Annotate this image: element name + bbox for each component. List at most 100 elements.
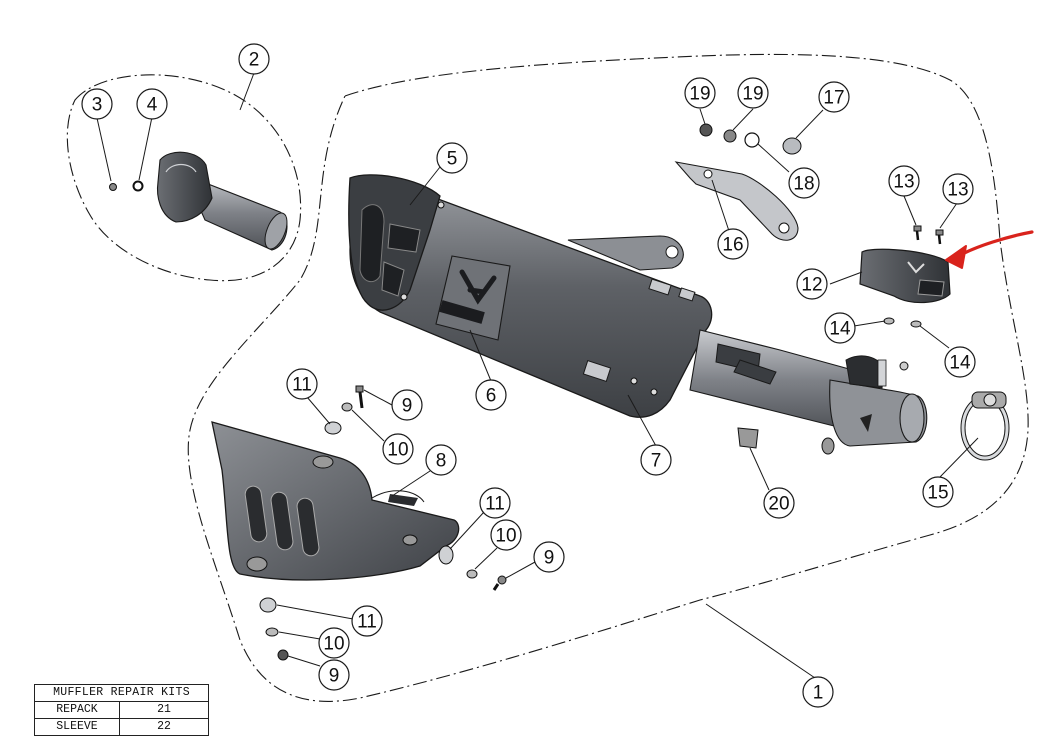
callout-number: 13	[893, 172, 914, 193]
callout-c3: 3	[81, 88, 113, 120]
callout-number: 11	[357, 612, 377, 633]
callout-number: 9	[544, 548, 555, 569]
callout-number: 4	[147, 95, 158, 116]
leader-lines	[96, 72, 979, 681]
callout-circle	[802, 676, 834, 708]
kits-table-title: MUFFLER REPAIR KITS	[34, 684, 209, 702]
callout-circle	[944, 346, 976, 378]
callout-c13b: 13	[942, 173, 974, 205]
callout-circle	[238, 43, 270, 75]
callout-number: 14	[949, 353, 971, 374]
callout-c19a: 19	[684, 77, 716, 109]
callout-number: 8	[436, 451, 447, 472]
callout-c13a: 13	[888, 165, 920, 197]
callout-circle	[490, 519, 522, 551]
callout-circle	[942, 173, 974, 205]
callout-circle	[136, 88, 168, 120]
callout-circle	[286, 368, 318, 400]
callout-number: 1	[813, 683, 824, 704]
callout-circle	[684, 77, 716, 109]
callout-circle	[788, 167, 820, 199]
callout-number: 7	[651, 451, 662, 472]
kits-table-header-row: MUFFLER REPAIR KITS	[34, 684, 209, 702]
kits-table-row-sleeve: SLEEVE 22	[34, 718, 209, 736]
assembly-boundary-2	[66, 74, 302, 282]
callout-number: 9	[329, 666, 340, 687]
callout-circle	[436, 142, 468, 174]
kits-table-row-repack: REPACK 21	[34, 701, 209, 719]
callout-c9b: 9	[533, 541, 565, 573]
callout-number: 10	[387, 440, 408, 461]
callout-number: 11	[292, 375, 312, 396]
callout-number: 10	[495, 526, 516, 547]
callout-circle	[391, 389, 423, 421]
callout-circle	[318, 659, 350, 691]
callout-c2: 2	[238, 43, 270, 75]
callout-c11c: 11	[351, 605, 383, 637]
callout-number: 6	[486, 386, 497, 407]
callout-number: 12	[801, 275, 822, 296]
callout-number: 9	[402, 396, 413, 417]
callout-number: 19	[689, 84, 710, 105]
callout-c14b: 14	[944, 346, 976, 378]
callout-c5: 5	[436, 142, 468, 174]
callout-circle	[425, 444, 457, 476]
callout-circle	[763, 487, 795, 519]
callout-c10b: 10	[490, 519, 522, 551]
callout-number: 14	[829, 319, 851, 340]
kits-table-code-cell: 22	[119, 718, 209, 736]
callout-c18: 18	[788, 167, 820, 199]
callout-circle	[818, 81, 850, 113]
callout-circle	[824, 312, 856, 344]
hardware-parts	[259, 123, 1010, 661]
callout-number: 20	[768, 494, 789, 515]
callout-circle	[81, 88, 113, 120]
callout-c10a: 10	[382, 433, 414, 465]
link-pipe-part	[109, 151, 288, 251]
callout-number: 15	[927, 483, 948, 504]
callout-number: 13	[947, 180, 968, 201]
callout-circle	[922, 476, 954, 508]
callout-circle	[717, 228, 749, 260]
muffler-body-part	[348, 174, 928, 455]
callout-number: 5	[447, 149, 458, 170]
assembly-boundary-1	[187, 53, 1029, 702]
callout-circle	[888, 165, 920, 197]
callout-c10c: 10	[318, 627, 350, 659]
callout-circle	[737, 77, 769, 109]
callout-number: 11	[485, 494, 505, 515]
annotation-arrow	[945, 230, 1034, 269]
callout-c11a: 11	[286, 368, 318, 400]
callout-c17: 17	[818, 81, 850, 113]
callout-number: 2	[249, 50, 260, 71]
muffler-repair-kits-table: MUFFLER REPAIR KITS REPACK 21 SLEEVE 22	[34, 684, 209, 736]
callout-number: 19	[742, 84, 763, 105]
callout-circle	[382, 433, 414, 465]
callout-c14a: 14	[824, 312, 856, 344]
callout-number: 16	[722, 235, 743, 256]
callout-c8: 8	[425, 444, 457, 476]
callout-circle	[351, 605, 383, 637]
kits-table-name-cell: REPACK	[34, 701, 120, 719]
callout-number: 18	[793, 174, 814, 195]
callout-c20: 20	[763, 487, 795, 519]
callout-c16: 16	[717, 228, 749, 260]
kits-table-name-cell: SLEEVE	[34, 718, 120, 736]
callout-circle	[475, 379, 507, 411]
callout-number: 17	[823, 88, 844, 109]
callout-circle	[318, 627, 350, 659]
callout-c19b: 19	[737, 77, 769, 109]
heat-shield-part	[211, 421, 460, 581]
kits-table-code-cell: 21	[119, 701, 209, 719]
callout-c1: 1	[802, 676, 834, 708]
callout-c11b: 11	[479, 487, 511, 519]
callout-c12: 12	[796, 268, 828, 300]
callout-c9c: 9	[318, 659, 350, 691]
callout-circle	[533, 541, 565, 573]
callout-c4: 4	[136, 88, 168, 120]
callout-c15: 15	[922, 476, 954, 508]
callout-c6: 6	[475, 379, 507, 411]
callout-c7: 7	[640, 444, 672, 476]
